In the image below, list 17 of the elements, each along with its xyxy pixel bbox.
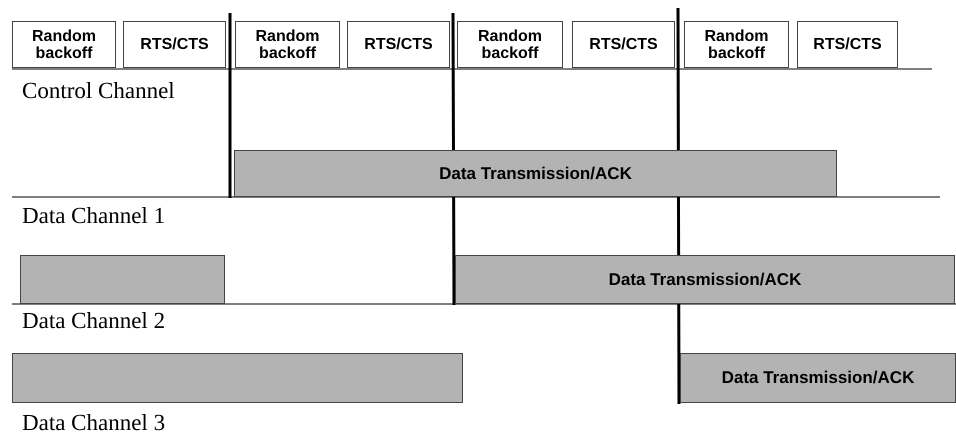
time-slot-box: RTS/CTS (123, 21, 226, 68)
time-slot-box: Random backoff (12, 21, 116, 68)
time-slot-box: Random backoff (457, 21, 563, 68)
busy-bar (20, 255, 225, 304)
busy-bar (12, 353, 463, 403)
channel-label: Data Channel 2 (22, 308, 166, 334)
channel-label: Data Channel 3 (22, 410, 166, 436)
transmission-bar: Data Transmission/ACK (680, 353, 956, 403)
time-slot-box: Random backoff (235, 21, 340, 68)
time-slot-box: Random backoff (684, 21, 789, 68)
time-slot-box: RTS/CTS (347, 21, 450, 68)
channel-label: Data Channel 1 (22, 203, 166, 229)
transmission-bar: Data Transmission/ACK (234, 150, 837, 197)
time-slot-box: RTS/CTS (797, 21, 898, 68)
time-slot-box: RTS/CTS (572, 21, 675, 68)
channel-label: Control Channel (22, 78, 175, 104)
transmission-bar: Data Transmission/ACK (455, 255, 955, 304)
